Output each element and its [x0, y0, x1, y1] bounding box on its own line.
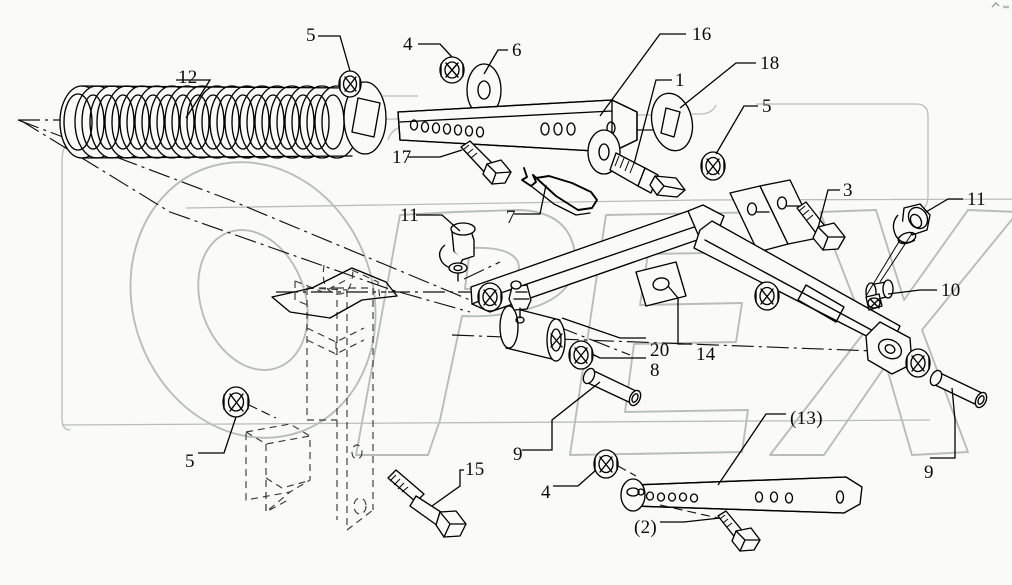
- part-10-pin-collar: [865, 231, 914, 311]
- lock-nut-bush-left: [477, 282, 503, 312]
- part-9-spacer-tube-right: [929, 369, 988, 409]
- part-16-draw-bar: [397, 99, 638, 153]
- leader-lines: [176, 33, 963, 523]
- phantom-bracket: [245, 264, 381, 531]
- part-18-oval-washer: [650, 92, 694, 152]
- callout-4-b: 4: [541, 482, 551, 503]
- callout-6: 6: [512, 40, 522, 61]
- callout-16: 16: [692, 24, 712, 45]
- callout-7: 7: [506, 207, 516, 228]
- callout-18: 18: [760, 53, 780, 74]
- callout-14: 14: [696, 344, 716, 365]
- callout-5-a: 5: [306, 25, 316, 46]
- callout-4-a: 4: [403, 34, 413, 55]
- part-5-lock-nut-upper-left: [338, 70, 362, 98]
- part-13-lower-arm: [620, 476, 863, 514]
- part-14-link-arm-frame: [470, 204, 913, 375]
- part-17-hex-bolt-short: [460, 140, 512, 185]
- callout-11-right: 11: [967, 189, 986, 210]
- part-15-hex-bolt-long: [387, 469, 467, 538]
- part-9-spacer-tube-left: [582, 367, 642, 407]
- part-7-spring-clip: [521, 167, 598, 216]
- callout-5-c: 5: [185, 451, 195, 472]
- part-5-lock-nut-mid: [700, 151, 726, 181]
- callout-20: 20: [650, 340, 670, 361]
- callout-8: 8: [650, 360, 660, 381]
- callout-17: 17: [392, 147, 412, 168]
- part-4-lock-nut-lower: [593, 449, 637, 479]
- part-11-grease-nipple-left: [438, 222, 501, 282]
- callout-13: (13): [790, 408, 823, 429]
- callout-9-a: 9: [513, 444, 523, 465]
- lock-nut-right-eye: [905, 348, 931, 378]
- callout-10: 10: [941, 280, 961, 301]
- corner-artifact-icon: [991, 2, 1009, 9]
- part-2-hex-bolt-small: [659, 504, 761, 552]
- part-11-grease-nipple-right: [892, 203, 931, 245]
- callout-1: 1: [675, 70, 685, 91]
- callout-2: (2): [634, 517, 658, 538]
- callout-3: 3: [843, 180, 853, 201]
- callout-11-left: 11: [400, 205, 419, 226]
- part-8-lock-nut: [568, 340, 594, 370]
- part-12-coil-spring: [59, 81, 387, 159]
- part-1-hex-bolt-long: [587, 129, 686, 198]
- callout-12: 12: [178, 67, 198, 88]
- part-3-hex-bolt: [796, 201, 846, 251]
- part-4-lock-nut-upper: [439, 56, 465, 84]
- callout-9-b: 9: [924, 462, 934, 483]
- lock-nut-arm-mid: [754, 281, 780, 311]
- part-5-lock-nut-lower-left: [222, 386, 277, 419]
- callout-15: 15: [465, 459, 485, 480]
- bracket-visible-top: [271, 267, 398, 319]
- callout-5-b: 5: [762, 96, 772, 117]
